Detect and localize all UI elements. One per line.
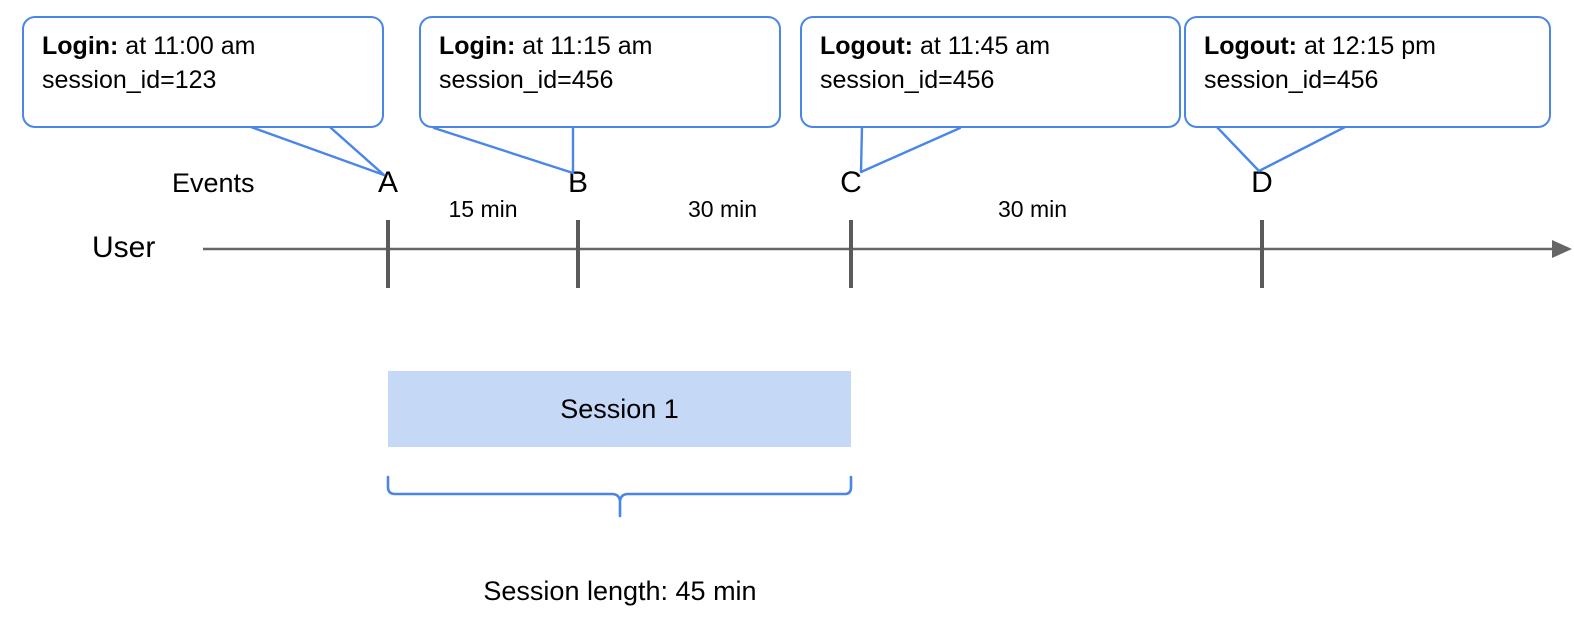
callout-a-label: Login: (42, 32, 119, 60)
callout-d-label: Logout: (1204, 32, 1298, 60)
callout-c-time: at 11:45 am (913, 32, 1051, 60)
callout-a-session: session_id=123 (42, 65, 217, 94)
callout-b-label: Login: (439, 32, 516, 60)
callout-bubble-c[interactable]: Logout: at 11:45 am session_id=456 (800, 16, 1181, 128)
marker-label-b: B (567, 166, 588, 199)
marker-label-d: D (1251, 166, 1273, 199)
user-row-label: User (92, 231, 156, 264)
callout-c-label: Logout: (820, 32, 914, 60)
callout-bubble-b[interactable]: Login: at 11:15 am session_id=456 (419, 16, 781, 128)
callout-c-session: session_id=456 (820, 65, 995, 94)
gap-label-a-b: 15 min (448, 196, 518, 222)
callout-bubble-d[interactable]: Logout: at 12:15 pm session_id=456 (1184, 16, 1551, 128)
axis-arrow-head (1552, 240, 1572, 258)
gap-label-b-c: 30 min (687, 196, 758, 222)
callout-d-session: session_id=456 (1204, 65, 1379, 94)
callout-bubble-a[interactable]: Login: at 11:00 am session_id=123 (22, 16, 384, 128)
gap-label-c-d: 30 min (997, 196, 1068, 222)
callout-a-time: at 11:00 am (118, 32, 256, 60)
session-length-caption: Session length: 45 min (483, 576, 757, 606)
callout-b-session: session_id=456 (439, 65, 614, 94)
callout-d-time: at 12:15 pm (1297, 32, 1436, 60)
session-bar-label: Session 1 (560, 393, 679, 424)
marker-label-c: C (840, 166, 862, 199)
callout-b-time: at 11:15 am (515, 32, 653, 60)
session-bar[interactable]: Session 1 (388, 371, 851, 447)
events-row-label: Events (172, 168, 255, 198)
